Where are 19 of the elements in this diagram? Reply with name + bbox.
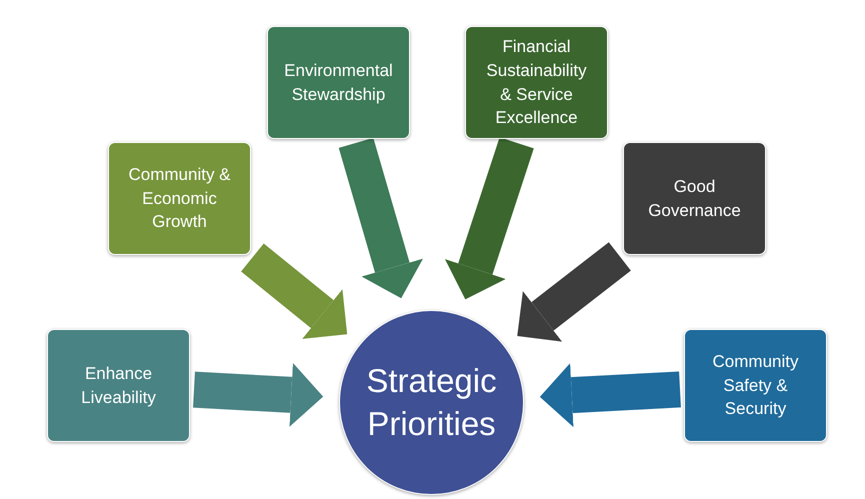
block-arrow xyxy=(444,137,534,300)
block-arrow xyxy=(338,138,424,298)
box-label: Enhance Liveability xyxy=(80,362,157,408)
circle-title: Strategic Priorities xyxy=(365,360,498,444)
priority-box xyxy=(465,26,608,139)
priority-box xyxy=(684,329,827,442)
box-label: Environmental Stewardship xyxy=(283,60,394,106)
block-arrow xyxy=(193,362,324,427)
box-label: Good Governance xyxy=(647,176,742,222)
priority-box xyxy=(108,142,251,255)
box-label: Financial Sustainability & Service Excellence xyxy=(485,36,588,130)
block-arrow xyxy=(241,244,348,339)
box-label: Community Safety & Security xyxy=(712,350,800,420)
block-arrow xyxy=(517,242,631,342)
priority-box xyxy=(47,329,190,442)
box-label: Community & Economic Growth xyxy=(127,164,232,234)
block-arrow xyxy=(540,363,681,428)
priority-box xyxy=(267,26,410,139)
priority-box xyxy=(623,142,766,255)
